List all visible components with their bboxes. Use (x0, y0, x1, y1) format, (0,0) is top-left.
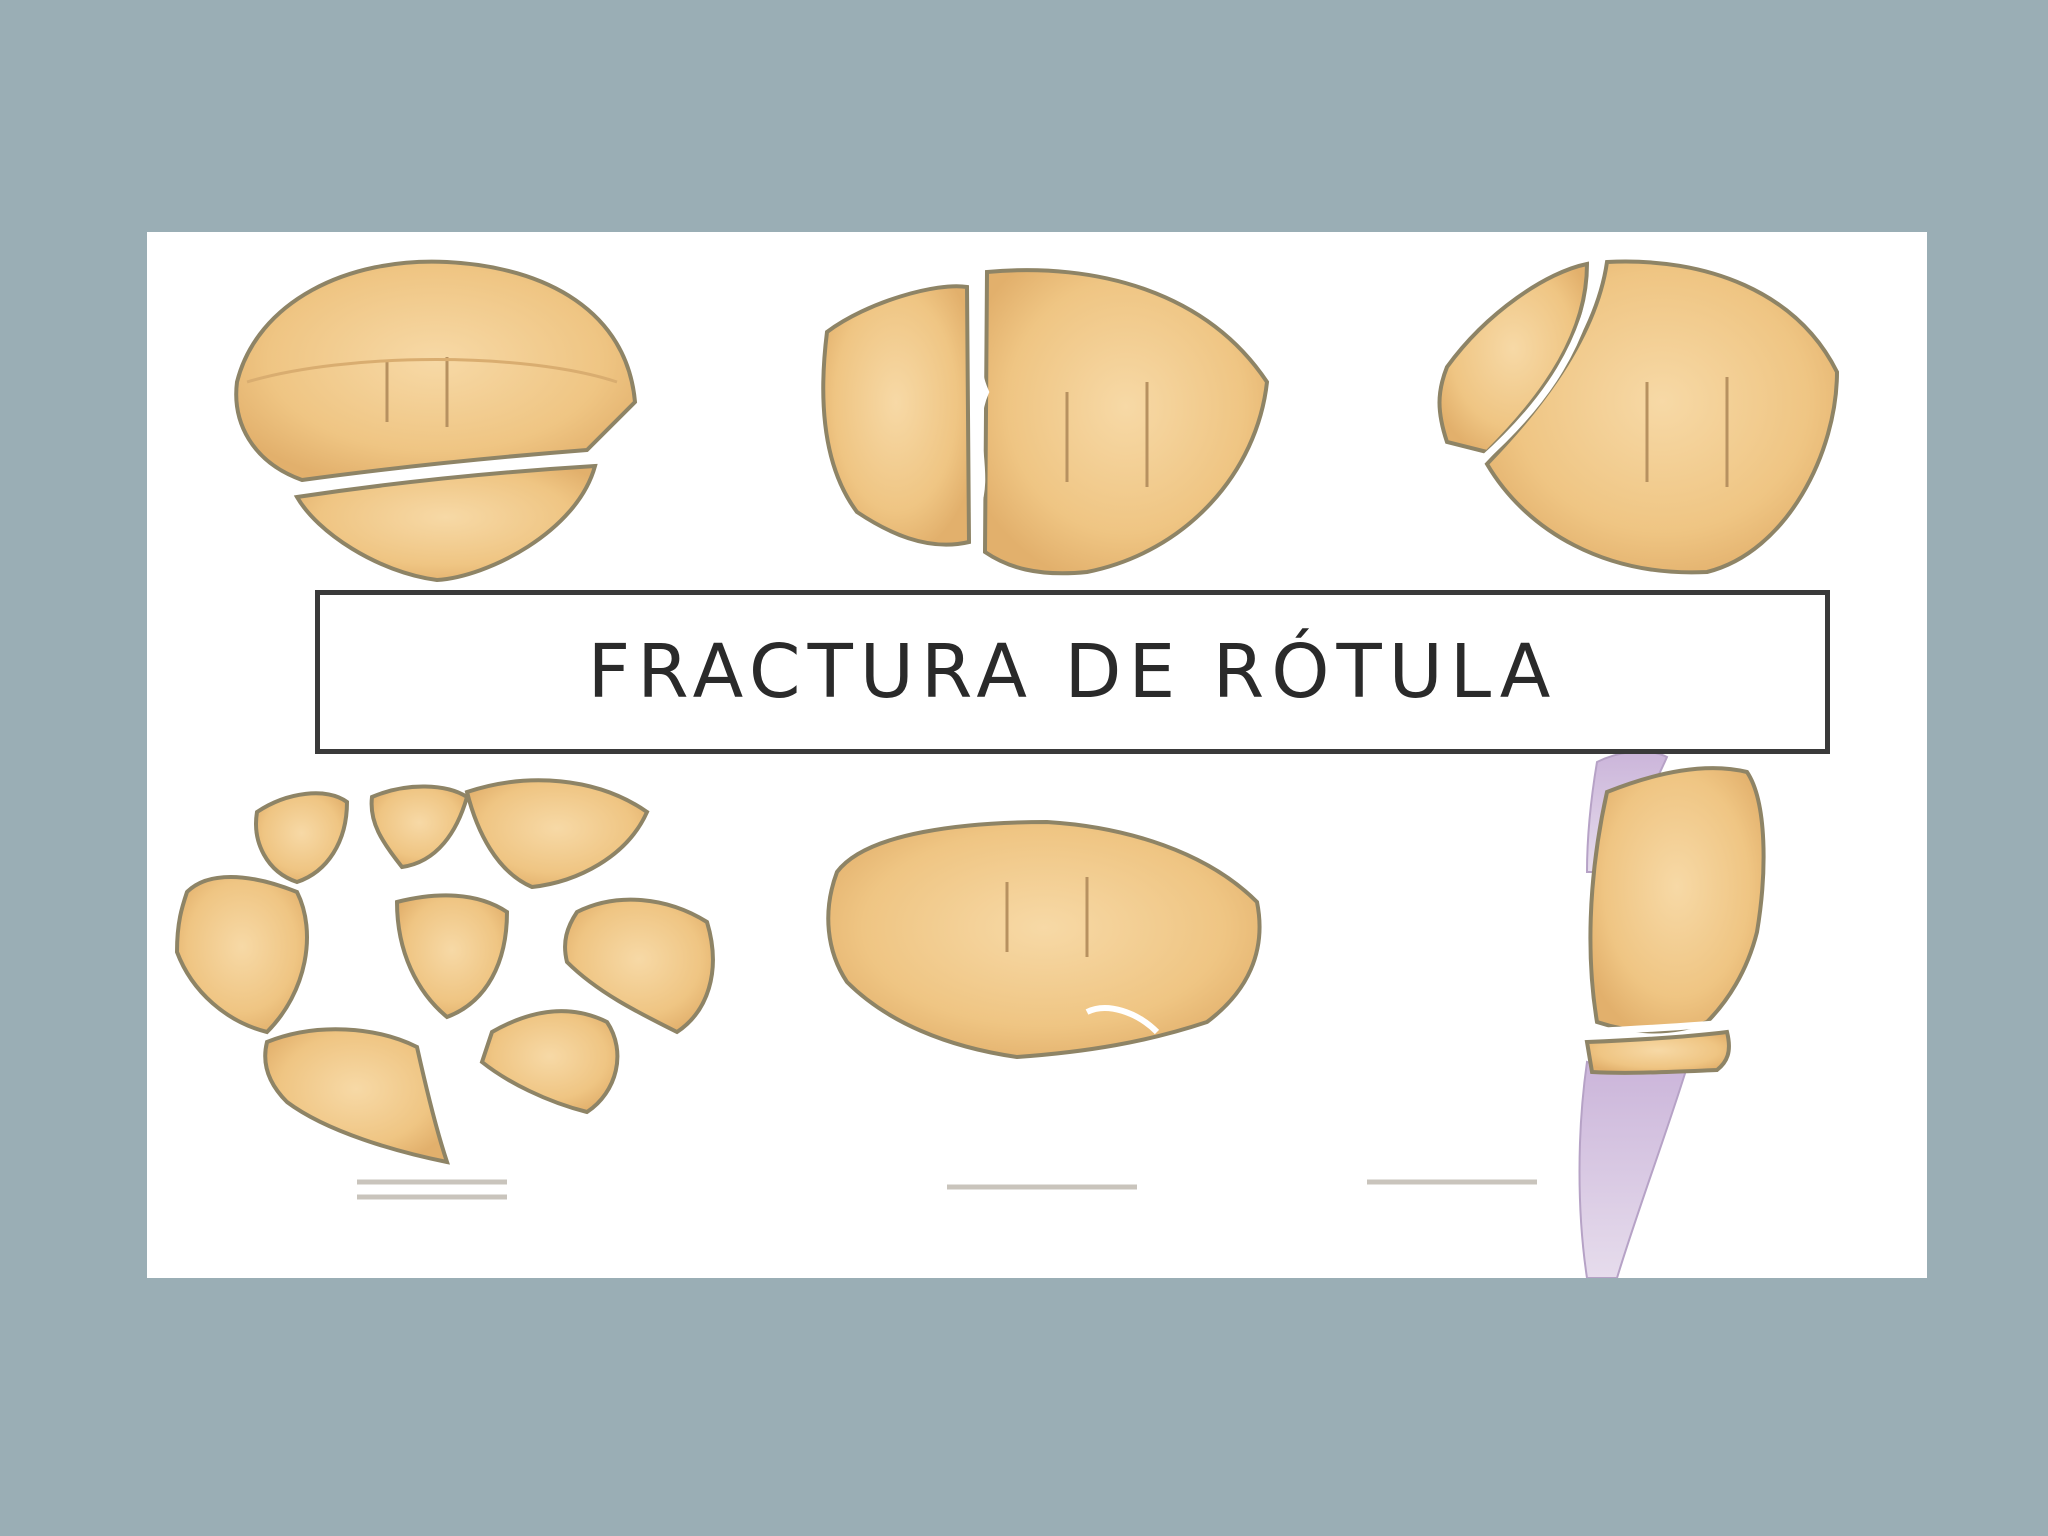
bone-fragment (563, 897, 715, 1035)
bone-fragment (394, 893, 510, 1020)
bone-fragment (479, 1009, 620, 1115)
bone-fragment (1584, 1029, 1731, 1075)
osteochondral-fracture-figure (826, 819, 1262, 1190)
vertical-fracture-figure (821, 268, 1270, 576)
bone-fragment (821, 284, 972, 547)
bone-fragment (369, 784, 470, 870)
bone-fragment (234, 259, 638, 483)
bone-fragment (293, 463, 598, 583)
fracture-line (1586, 1018, 1738, 1036)
bone-fragment (1588, 766, 1766, 1034)
fracture-line (296, 454, 596, 492)
bone-fragment (1437, 261, 1590, 455)
illegible-caption (357, 1179, 507, 1200)
comminuted-fracture-figure (174, 778, 715, 1200)
bone-fragment (254, 791, 350, 885)
fracture-line (1479, 261, 1601, 463)
marginal-fracture-figure (1437, 259, 1840, 575)
bone-fragment (174, 875, 309, 1035)
title-box: FRACTURA DE RÓTULA (315, 590, 1830, 754)
patellar-tendon (1578, 1060, 1689, 1278)
slide-title: FRACTURA DE RÓTULA (587, 629, 1558, 715)
avulsion-fracture-figure (1367, 750, 1766, 1278)
bone-fragment (826, 819, 1262, 1060)
transverse-fracture-figure (234, 259, 638, 583)
bone-fragment (464, 778, 650, 890)
bone-fragment (263, 1027, 450, 1165)
bone-fragment (982, 268, 1270, 576)
fracture-line (1085, 1005, 1160, 1035)
patella-fracture-illustration (174, 259, 1840, 1278)
illustration-panel (147, 232, 1927, 1278)
fracture-line (970, 276, 990, 563)
